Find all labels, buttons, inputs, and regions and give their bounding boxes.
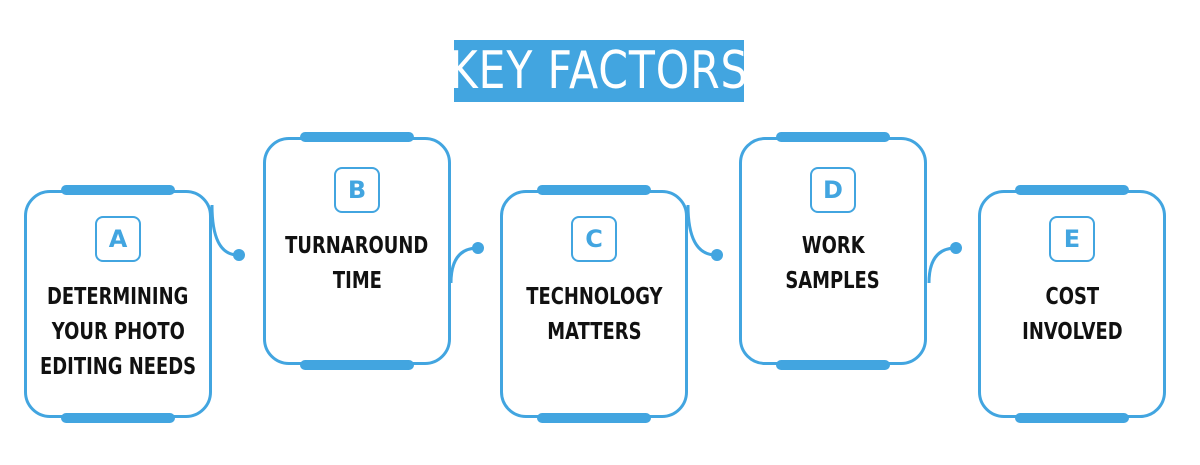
factor-label-b: TURNAROUND TIME: [243, 229, 471, 299]
factor-label-line: TURNAROUND: [285, 233, 429, 259]
factor-badge-d: D: [810, 167, 856, 213]
connector-dot-a-b: [233, 249, 245, 261]
card-bar-bottom: [61, 413, 175, 423]
factor-label-line: EDITING NEEDS: [39, 354, 197, 380]
factor-badge-a: A: [95, 216, 141, 262]
connector-c-d: [686, 204, 717, 257]
page-title: KEY FACTORS: [449, 41, 749, 101]
factor-label-line: MATTERS: [546, 319, 642, 345]
card-bar-bottom: [776, 360, 890, 370]
factor-card-c: C TECHNOLOGY MATTERS: [500, 185, 688, 423]
card-bar-bottom: [300, 360, 414, 370]
factor-badge-e: E: [1049, 216, 1095, 262]
factor-card-a: A DETERMINING YOUR PHOTO EDITING NEEDS: [24, 185, 212, 423]
card-bar-top: [776, 132, 890, 142]
connector-dot-c-d: [711, 249, 723, 261]
connector-a-b: [210, 204, 239, 257]
factor-label-line: TECHNOLOGY: [525, 284, 663, 310]
factor-label-c: TECHNOLOGY MATTERS: [480, 280, 708, 350]
factor-label-line: SAMPLES: [785, 268, 881, 294]
factor-label-line: DETERMINING: [47, 284, 189, 310]
factor-badge-c: C: [571, 216, 617, 262]
card-bar-bottom: [1015, 413, 1129, 423]
card-bar-top: [61, 185, 175, 195]
factor-card-b: B TURNAROUND TIME: [263, 132, 451, 370]
card-bar-top: [1015, 185, 1129, 195]
factor-card-d: D WORK SAMPLES: [739, 132, 927, 370]
connector-dot-b-c: [472, 242, 484, 254]
factor-label-line: WORK: [801, 233, 865, 259]
factor-label-line: COST: [1045, 284, 1099, 310]
factor-label-a: DETERMINING YOUR PHOTO EDITING NEEDS: [4, 280, 232, 385]
factor-badge-b: B: [334, 167, 380, 213]
card-bar-top: [537, 185, 651, 195]
factor-label-e: COST INVOLVED: [958, 280, 1186, 350]
factor-label-line: INVOLVED: [1021, 319, 1123, 345]
card-bar-top: [300, 132, 414, 142]
factor-label-d: WORK SAMPLES: [719, 229, 947, 299]
connector-dot-d-e: [950, 242, 962, 254]
factor-card-e: E COST INVOLVED: [978, 185, 1166, 423]
factor-label-line: YOUR PHOTO: [51, 319, 185, 345]
title-banner: KEY FACTORS: [450, 40, 747, 102]
card-bar-bottom: [537, 413, 651, 423]
factor-label-line: TIME: [332, 268, 382, 294]
